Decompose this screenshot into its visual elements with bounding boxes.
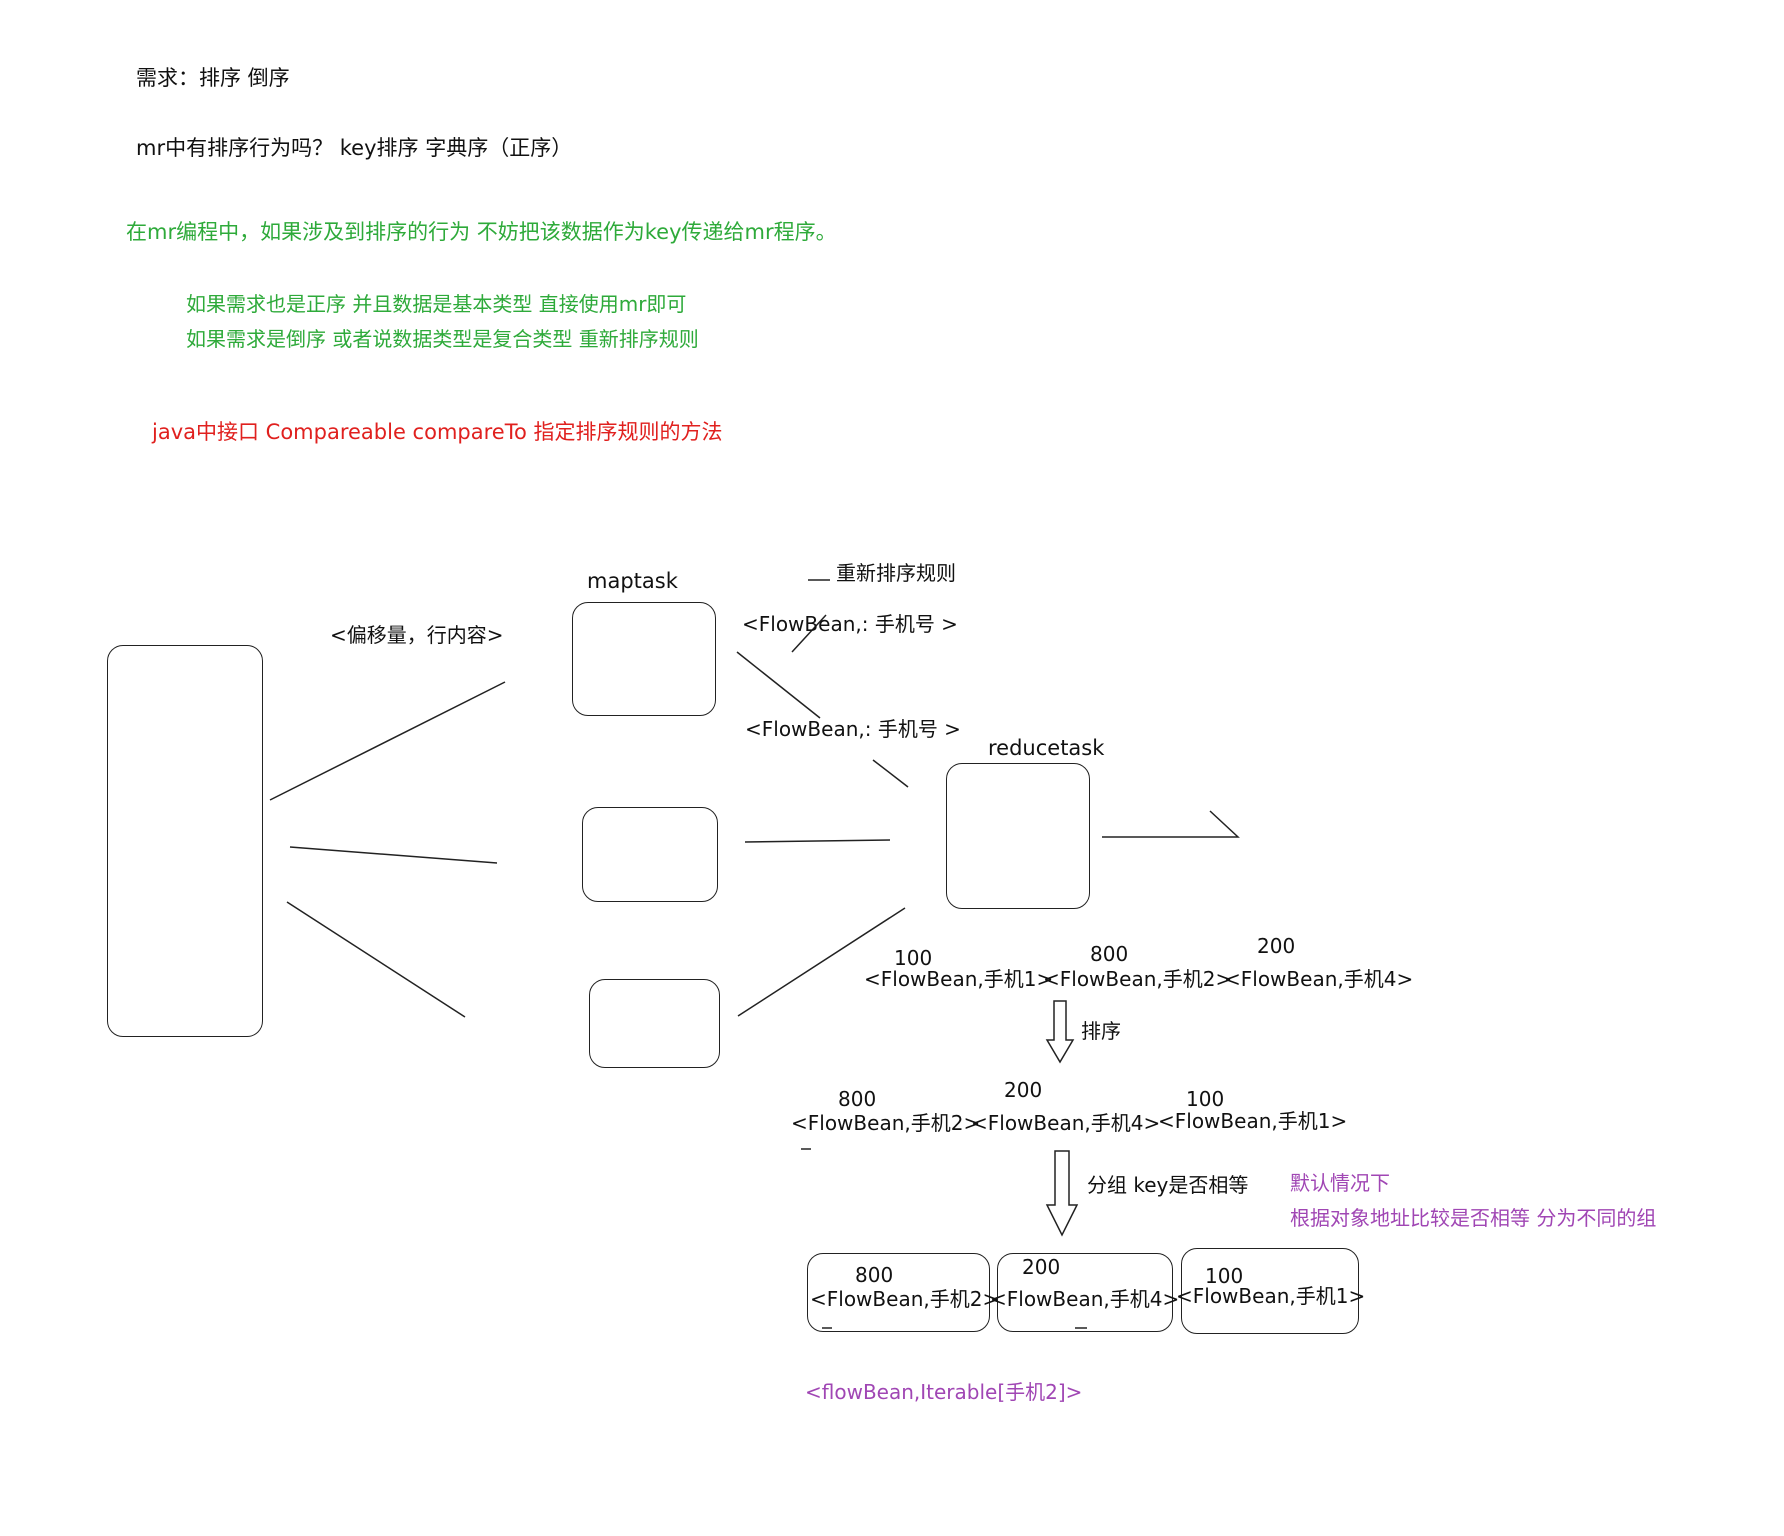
group3-kv: <FlowBean,手机1> (1176, 1284, 1366, 1308)
resort-pointer-line (791, 614, 827, 653)
maptask-label: maptask (587, 569, 678, 593)
group-down-arrow (1045, 1150, 1079, 1237)
group2-kv: <FlowBean,手机4> (990, 1287, 1180, 1311)
row2-num-2: 200 (1004, 1078, 1043, 1102)
row1-num-1: 100 (894, 946, 933, 970)
line-input-to-map1 (269, 681, 506, 801)
row1-kv-2: <FlowBean,手机2> (1043, 967, 1233, 991)
row1-num-2: 800 (1090, 942, 1129, 966)
row2-num-3: 100 (1186, 1087, 1225, 1111)
group-box-2 (997, 1253, 1173, 1332)
sort-down-arrow (1045, 1000, 1075, 1064)
group-box-1 (807, 1253, 990, 1332)
input-kv-label: <偏移量，行内容> (330, 623, 504, 647)
reducetask-label: reducetask (988, 736, 1105, 760)
input-data-box (107, 645, 263, 1037)
reduce-output-arrow (1102, 810, 1240, 838)
note-requirement: 需求：排序 倒序 (136, 66, 290, 90)
row1-kv-3: <FlowBean,手机4> (1224, 967, 1414, 991)
group-box-3 (1181, 1248, 1359, 1334)
group1-num: 800 (855, 1263, 894, 1287)
resort-rule-label: 重新排序规则 (836, 561, 956, 585)
maptask-box-2 (582, 807, 718, 902)
maptask-box-3 (589, 979, 720, 1068)
note-mr-sort-question: mr中有排序行为吗？ key排序 字典序（正序） (136, 136, 573, 160)
reduce-input-result: <flowBean,Iterable[手机2]> (805, 1380, 1083, 1404)
reducetask-box (946, 763, 1090, 909)
group1-kv: <FlowBean,手机2> (810, 1287, 1000, 1311)
line-map2-to-reduce (744, 839, 891, 843)
note-green-basic: 如果需求也是正序 并且数据是基本类型 直接使用mr即可 (186, 292, 687, 316)
row1-kv-1: <FlowBean,手机1> (864, 967, 1054, 991)
group-label: 分组 key是否相等 (1087, 1173, 1249, 1197)
map-output-kv-2: <FlowBean,: 手机号 > (745, 717, 961, 741)
note-green-complex: 如果需求是倒序 或者说数据类型是复合类型 重新排序规则 (186, 327, 699, 351)
row2-kv-3: <FlowBean,手机1> (1158, 1109, 1348, 1133)
default-note-1: 默认情况下 (1290, 1171, 1390, 1195)
row1-num-3: 200 (1257, 934, 1296, 958)
line-input-to-map2 (289, 846, 498, 864)
row2-num-1: 800 (838, 1087, 877, 1111)
line-map1-to-reduce-b (872, 759, 909, 788)
row2-kv-2: <FlowBean,手机4> (971, 1111, 1161, 1135)
line-map1-to-reduce-a (736, 651, 821, 719)
row2-kv-1: <FlowBean,手机2> (791, 1111, 981, 1135)
map-output-kv-1: <FlowBean,: 手机号 > (742, 612, 958, 636)
note-green-key: 在mr编程中，如果涉及到排序的行为 不妨把该数据作为key传递给mr程序。 (126, 220, 837, 244)
maptask-box-1 (572, 602, 716, 716)
group3-num: 100 (1205, 1264, 1244, 1288)
line-input-to-map3 (286, 901, 466, 1018)
line-map3-to-reduce (737, 907, 906, 1017)
default-note-2: 根据对象地址比较是否相等 分为不同的组 (1290, 1206, 1657, 1230)
group2-num: 200 (1022, 1255, 1061, 1279)
sort-label: 排序 (1081, 1019, 1121, 1043)
note-red-compareable: java中接口 Compareable compareTo 指定排序规则的方法 (152, 420, 723, 444)
